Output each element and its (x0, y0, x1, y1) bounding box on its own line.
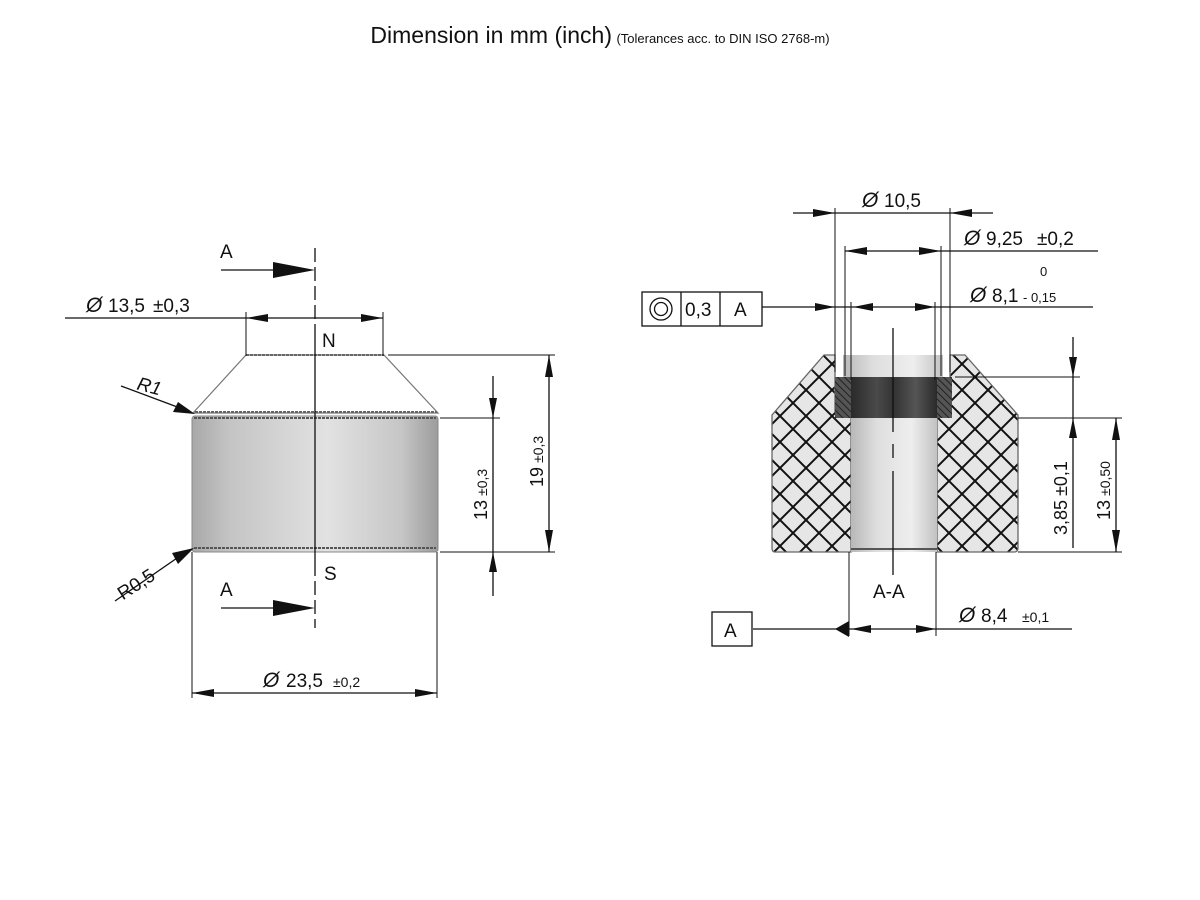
bore-tolerance-lower: - 0,15 (1023, 290, 1056, 305)
radius-bottom-label: R0,5 (114, 565, 159, 604)
diameter-bottom-tolerance: ±0,1 (1022, 609, 1049, 625)
radius-top-label: R1 (135, 374, 164, 401)
drawing-title: Dimension in mm (inch) (Tolerances acc. … (0, 22, 1200, 49)
datum-a-box: A (711, 611, 753, 647)
bore-tolerance-upper: 0 (1040, 264, 1047, 279)
diameter-symbol: Ø (963, 227, 982, 250)
top-diameter-value: 13,5 (108, 296, 145, 317)
diameter-symbol: Ø (861, 189, 880, 212)
title-main: Dimension in mm (inch) (370, 22, 612, 48)
diameter-symbol: Ø (262, 669, 281, 692)
outer-diameter-tolerance: ±0,2 (333, 674, 360, 690)
concentricity-icon (649, 297, 673, 321)
diameter-bottom-value: 8,4 (981, 606, 1008, 627)
body-height-dimension: 13±0,3 (471, 469, 491, 520)
diameter-top-value: 10,5 (884, 191, 921, 212)
side-view: A A N S Ø 13,5 ±0,3 R1 R0,5 13± (65, 242, 555, 698)
diameter-ring-dimension: Ø 9,25 ±0,2 (963, 227, 1074, 250)
concentricity-datum: A (734, 300, 747, 321)
diameter-symbol: Ø (958, 604, 977, 627)
diameter-symbol: Ø (969, 284, 988, 307)
total-height-dimension: 19±0,3 (527, 436, 547, 487)
diameter-ring-tolerance: ±0,2 (1037, 229, 1074, 250)
diameter-ring-value: 9,25 (986, 229, 1023, 250)
ring-hatch-left (835, 377, 851, 418)
diameter-bore-value: 8,1 (992, 286, 1018, 307)
section-label: A-A (873, 582, 905, 603)
section-marker-bottom: A (220, 580, 233, 601)
section-view: Ø 10,5 Ø 9,25 ±0,2 Ø 8,1 0 - 0,15 (641, 189, 1122, 647)
section-marker-top: A (220, 242, 233, 263)
datum-label: A (724, 621, 737, 642)
pole-south-label: S (324, 564, 337, 585)
diameter-bottom-dimension: Ø 8,4 ±0,1 (958, 604, 1049, 627)
diameter-symbol: Ø (85, 294, 104, 317)
outer-diameter-dimension: Ø 23,5 ±0,2 (262, 669, 360, 692)
section-height-dimension: 13±0,50 (1094, 461, 1114, 520)
section-ring (851, 377, 937, 418)
concentricity-tolerance: 0,3 (685, 300, 711, 321)
title-tolerance-note: (Tolerances acc. to DIN ISO 2768-m) (616, 31, 830, 46)
pole-north-label: N (322, 331, 336, 352)
diameter-top-dimension: Ø 10,5 (861, 189, 921, 212)
top-diameter-tolerance: ±0,3 (153, 296, 190, 317)
ring-hatch-right (937, 377, 952, 418)
outer-diameter-value: 23,5 (286, 671, 323, 692)
concentricity-frame: 0,3 A (641, 291, 763, 327)
diameter-bore-dimension: Ø 8,1 0 - 0,15 (969, 264, 1056, 307)
top-diameter-dimension: Ø 13,5 ±0,3 (85, 294, 190, 317)
ring-depth-dimension: 3,85±0,1 (1051, 461, 1071, 535)
